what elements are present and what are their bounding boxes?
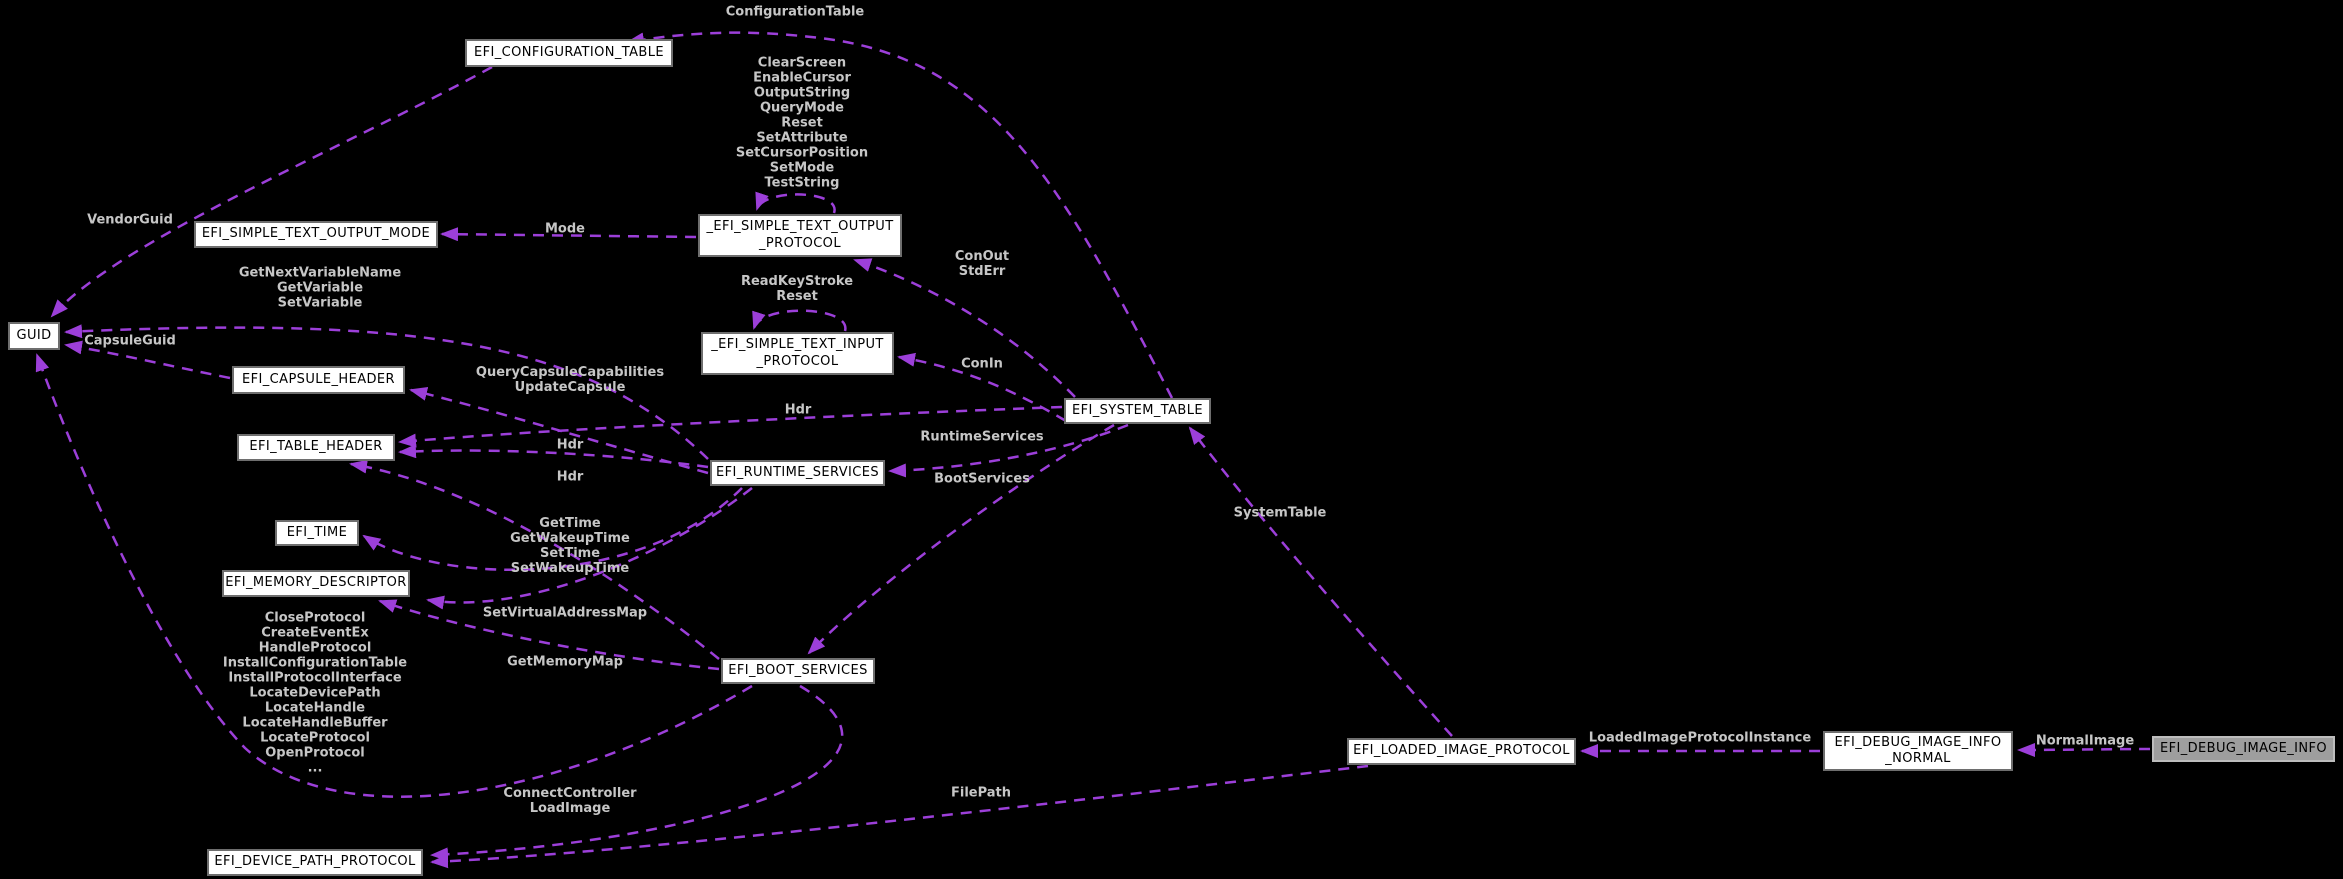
- edge-label-filepath: FilePath: [950, 785, 1012, 801]
- node-simple-text-output-mode[interactable]: EFI_SIMPLE_TEXT_OUTPUT_MODE: [194, 221, 438, 248]
- node-simple-text-input-protocol[interactable]: _EFI_SIMPLE_TEXT_INPUT _PROTOCOL: [701, 332, 894, 375]
- edge-systemtable-bootservices: [807, 423, 1115, 655]
- edge-runtimeservices-time-gettime: [362, 487, 743, 572]
- edge-label-bootservices: BootServices: [934, 471, 1030, 487]
- edge-label-querycapsule-group: QueryCapsuleCapabilities UpdateCapsule: [475, 365, 665, 395]
- edge-label-conout-stderr: ConOut StdErr: [954, 249, 1010, 279]
- edge-label-getvariable-group: GetNextVariableName GetVariable SetVaria…: [238, 265, 402, 311]
- edge-label-hdr-bottom: Hdr: [556, 469, 584, 485]
- edge-label-hdr-mid: Hdr: [556, 437, 584, 453]
- edge-label-loadedimageprotocolinstance: LoadedImageProtocolInstance: [1588, 730, 1812, 746]
- node-simple-text-output-protocol[interactable]: _EFI_SIMPLE_TEXT_OUTPUT _PROTOCOL: [698, 214, 902, 257]
- edge-label-connectcontroller-group: ConnectController LoadImage: [503, 786, 637, 816]
- node-debug-image-info-normal[interactable]: EFI_DEBUG_IMAGE_INFO _NORMAL: [1823, 731, 2013, 771]
- edge-label-mode: Mode: [545, 221, 585, 237]
- edge-label-setvirtualaddressmap: SetVirtualAddressMap: [482, 605, 648, 621]
- edge-runtimeservices-memorydescriptor: [426, 487, 753, 610]
- edge-label-input-selfloop-functions: ReadKeyStroke Reset: [740, 274, 854, 304]
- edge-label-getmemorymap: GetMemoryMap: [507, 654, 623, 670]
- edge-label-gettime-group: GetTime GetWakeupTime SetTime SetWakeupT…: [510, 516, 630, 576]
- edge-label-conin: ConIn: [961, 356, 1003, 372]
- node-memory-descriptor[interactable]: EFI_MEMORY_DESCRIPTOR: [222, 570, 410, 597]
- edge-label-normalimage: NormalImage: [2035, 733, 2135, 749]
- edge-systemtable-outputprotocol-conout: [853, 258, 1076, 398]
- edge-debuginfo-debugnormal: [2017, 742, 2151, 757]
- edge-label-closeprotocol-group: CloseProtocol CreateEventEx HandleProtoc…: [222, 610, 408, 776]
- node-loaded-image-protocol[interactable]: EFI_LOADED_IMAGE_PROTOCOL: [1347, 738, 1576, 765]
- node-debug-image-info-current: EFI_DEBUG_IMAGE_INFO: [2152, 736, 2335, 762]
- node-boot-services[interactable]: EFI_BOOT_SERVICES: [721, 658, 875, 684]
- edge-label-hdr-top: Hdr: [784, 402, 812, 418]
- edge-outputprotocol-selfloop: [755, 191, 836, 214]
- edge-bootservices-tableheader-hdr: [349, 459, 720, 660]
- edge-label-systemtable: SystemTable: [1233, 505, 1327, 521]
- edge-label-runtimeservices: RuntimeServices: [920, 429, 1044, 445]
- edge-loadedimage-systemtable: [1188, 426, 1453, 737]
- edge-systemtable-runtimeservices: [888, 423, 1129, 478]
- edge-capsuleheader-guid-capsuleguid: [64, 340, 231, 380]
- edge-loadedimage-devicepath-filepath: [430, 764, 1369, 869]
- node-device-path-protocol[interactable]: EFI_DEVICE_PATH_PROTOCOL: [207, 849, 423, 876]
- edge-label-vendorguid: VendorGuid: [87, 212, 173, 228]
- node-guid[interactable]: GUID: [8, 322, 60, 350]
- edge-inputprotocol-selfloop: [752, 309, 847, 332]
- edge-label-configurationtable: ConfigurationTable: [725, 4, 865, 20]
- edge-systemtable-inputprotocol-conin: [897, 352, 1067, 423]
- edge-label-capsuleguid: CapsuleGuid: [84, 333, 176, 349]
- node-time[interactable]: EFI_TIME: [275, 520, 359, 546]
- node-system-table[interactable]: EFI_SYSTEM_TABLE: [1064, 398, 1211, 424]
- node-configuration-table[interactable]: EFI_CONFIGURATION_TABLE: [465, 39, 673, 67]
- node-capsule-header[interactable]: EFI_CAPSULE_HEADER: [232, 366, 405, 394]
- node-runtime-services[interactable]: EFI_RUNTIME_SERVICES: [710, 460, 885, 486]
- edge-configurationtable-guid-vendorguid: [50, 65, 493, 318]
- edge-systemtable-tableheader-hdr: [398, 405, 1063, 448]
- edge-runtimeservices-capsuleheader: [409, 387, 709, 475]
- edge-label-output-selfloop-functions: ClearScreen EnableCursor OutputString Qu…: [735, 55, 869, 191]
- edge-bootservices-memorydescriptor: [378, 599, 720, 671]
- edge-bootservices-guid-closeprotocol: [35, 353, 753, 798]
- node-table-header[interactable]: EFI_TABLE_HEADER: [237, 434, 395, 461]
- edge-bootservices-devicepath-connectcontroller: [430, 684, 844, 862]
